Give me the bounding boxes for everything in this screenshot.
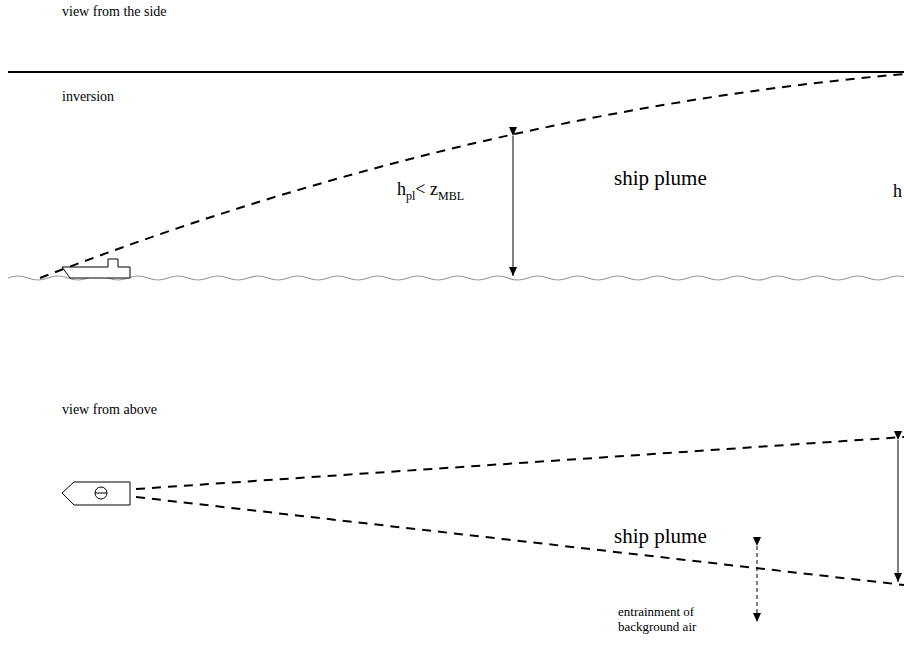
height-relation: hpl< zMBL [397,180,464,202]
plume-top-dashed [40,74,904,278]
ship-funnel [95,487,107,499]
entrainment-arrow [757,546,758,622]
sea-surface [8,276,904,280]
view-title: view from the side [62,4,167,20]
entrainment-note: entrainment of background air [618,605,718,635]
inversion-line [8,71,904,73]
plume-edge-upper [136,437,904,489]
height-symbol: h [893,181,902,202]
view-title: view from above [62,402,157,418]
symbol: h [397,179,406,199]
inversion-label: inversion [62,89,114,105]
subscript: pl [406,189,415,203]
plume-width-arrow [898,440,899,582]
plume-height-arrow [513,136,514,276]
ship-top [62,482,130,505]
plume-edge-lower [136,497,904,585]
plume-label: ship plume [614,166,707,190]
ship-side [62,259,130,278]
funnel-line [95,493,107,494]
plume-label: ship plume [614,524,707,548]
subscript: MBL [438,189,464,203]
symbol: < z [415,179,438,199]
